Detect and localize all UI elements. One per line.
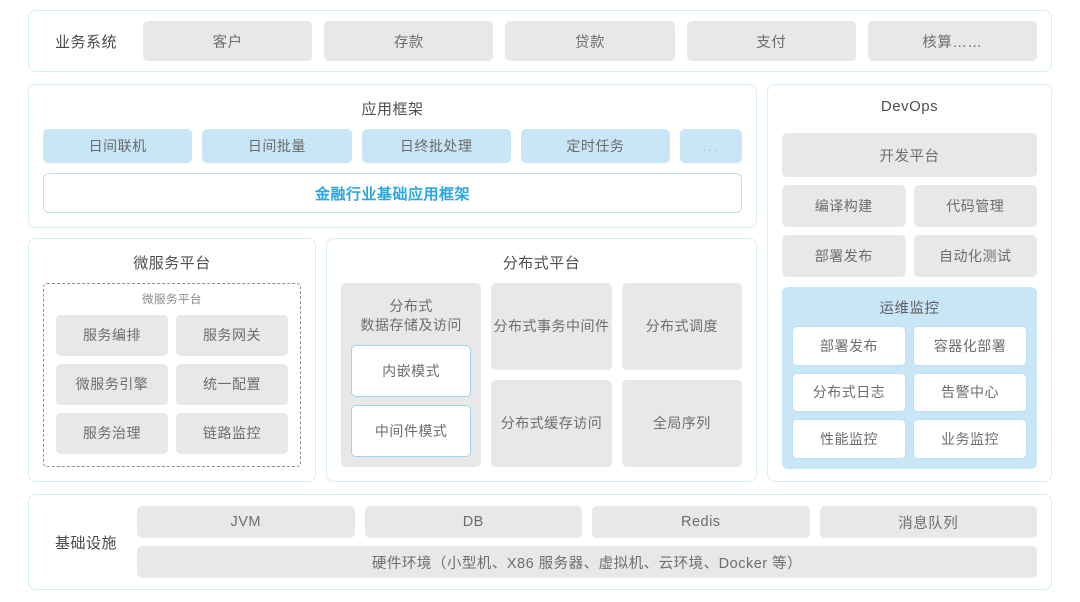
infra-chip-jvm[interactable]: JVM	[137, 506, 355, 538]
ops-tile-performance-monitoring[interactable]: 性能监控	[792, 419, 906, 459]
dist-card-data-storage[interactable]: 分布式 数据存储及访问 内嵌模式 中间件模式	[341, 283, 482, 467]
business-systems-row: 业务系统 客户 存款 贷款 支付 核算……	[28, 10, 1052, 72]
application-framework-title: 应用框架	[361, 101, 424, 118]
ops-monitoring-grid: 部署发布 容器化部署 分布式日志 告警中心 性能监控 业务监控	[792, 326, 1027, 459]
dist-tx-line2: 事务中间件	[536, 318, 610, 335]
microservice-platform-title: 微服务平台	[133, 255, 211, 272]
dist-tile-transaction-middleware[interactable]: 分布式 事务中间件	[491, 283, 612, 370]
dist-tile-scheduling[interactable]: 分布式调度	[621, 283, 742, 370]
dist-cache-line1: 分布式	[500, 415, 545, 432]
devops-pair-row-2: 部署发布 自动化测试	[782, 235, 1037, 277]
ms-tile-service-orchestration[interactable]: 服务编排	[56, 315, 168, 356]
dist-tile-cache-access[interactable]: 分布式 缓存访问	[491, 380, 612, 467]
ms-tile-service-gateway[interactable]: 服务网关	[176, 315, 288, 356]
middle-section: 应用框架 日间联机 日间批量 日终批处理 定时任务 ... 金融行业基础应用框架…	[28, 84, 1052, 482]
dist-tile-global-sequence[interactable]: 全局序列	[621, 380, 742, 467]
platform-lower-row: 微服务平台 微服务平台 服务编排 服务网关 微服务引擎 统一配置 服务治理 链路…	[28, 238, 757, 482]
infrastructure-hardware-bar[interactable]: 硬件环境（小型机、X86 服务器、虚拟机、云环境、Docker 等）	[137, 546, 1037, 578]
microservice-platform-inner-title: 微服务平台	[142, 294, 202, 306]
dist-column-b: 分布式 事务中间件 分布式 缓存访问	[491, 283, 612, 467]
ms-tile-trace-monitoring[interactable]: 链路监控	[176, 413, 288, 454]
infrastructure-content: JVM DB Redis 消息队列 硬件环境（小型机、X86 服务器、虚拟机、云…	[137, 496, 1038, 588]
infra-chip-redis[interactable]: Redis	[592, 506, 810, 538]
ops-tile-alert-center[interactable]: 告警中心	[913, 372, 1027, 413]
dist-tx-line1: 分布式	[493, 318, 537, 335]
devops-title: DevOps	[880, 98, 939, 115]
ops-monitoring-title: 运维监控	[879, 301, 940, 317]
ops-tile-distributed-logging[interactable]: 分布式日志	[792, 372, 906, 413]
business-systems-label: 业务系统	[55, 33, 118, 51]
ops-tile-containerized-deploy[interactable]: 容器化部署	[913, 326, 1027, 366]
dist-storage-title-line2: 数据存储及访问	[360, 316, 462, 333]
microservice-platform-inner-box: 微服务平台 服务编排 服务网关 微服务引擎 统一配置 服务治理 链路监控	[43, 283, 301, 467]
microservice-platform-panel: 微服务平台 微服务平台 服务编排 服务网关 微服务引擎 统一配置 服务治理 链路…	[28, 238, 316, 482]
business-item-loan[interactable]: 贷款	[505, 21, 675, 61]
devops-pair-row-1: 编译构建 代码管理	[782, 185, 1037, 227]
ms-tile-service-governance[interactable]: 服务治理	[56, 413, 168, 454]
ops-tile-deploy-release[interactable]: 部署发布	[792, 326, 906, 366]
infrastructure-chip-row: JVM DB Redis 消息队列	[137, 506, 1038, 538]
infra-chip-db[interactable]: DB	[364, 506, 583, 538]
business-item-deposit[interactable]: 存款	[324, 21, 494, 61]
dist-subtile-embedded-mode[interactable]: 内嵌模式	[351, 344, 472, 397]
ops-tile-business-monitoring[interactable]: 业务监控	[913, 419, 1027, 459]
devops-panel: DevOps 开发平台 编译构建 代码管理 部署发布 自动化测试 运维监控 部署…	[767, 84, 1052, 482]
business-item-customer[interactable]: 客户	[143, 21, 313, 61]
distributed-platform-panel: 分布式平台 分布式 数据存储及访问 内嵌模式 中间件模式	[326, 238, 757, 482]
distributed-platform-title: 分布式平台	[502, 255, 581, 272]
platform-column: 应用框架 日间联机 日间批量 日终批处理 定时任务 ... 金融行业基础应用框架…	[28, 84, 757, 482]
application-framework-panel: 应用框架 日间联机 日间批量 日终批处理 定时任务 ... 金融行业基础应用框架	[28, 84, 757, 228]
dist-cache-line2: 缓存访问	[544, 415, 603, 432]
dist-storage-title-line1: 分布式	[389, 298, 433, 314]
appfw-chip-more[interactable]: ...	[680, 129, 742, 163]
infrastructure-row: 基础设施 JVM DB Redis 消息队列 硬件环境（小型机、X86 服务器、…	[28, 494, 1052, 590]
infrastructure-label: 基础设施	[55, 534, 118, 552]
appfw-chip-eod-batch[interactable]: 日终批处理	[361, 129, 511, 163]
devops-tile-compile-build[interactable]: 编译构建	[782, 185, 906, 227]
dist-subtile-middleware-mode[interactable]: 中间件模式	[351, 404, 472, 457]
devops-tile-code-management[interactable]: 代码管理	[913, 185, 1037, 227]
application-framework-chip-row: 日间联机 日间批量 日终批处理 定时任务 ...	[43, 129, 742, 163]
infra-chip-message-queue[interactable]: 消息队列	[819, 506, 1038, 538]
devops-tile-deploy-release[interactable]: 部署发布	[782, 235, 906, 277]
appfw-chip-daytime-batch[interactable]: 日间批量	[202, 129, 352, 163]
appfw-chip-scheduled-task[interactable]: 定时任务	[520, 129, 670, 163]
ms-tile-microservice-engine[interactable]: 微服务引擎	[56, 364, 168, 405]
microservice-tile-grid: 服务编排 服务网关 微服务引擎 统一配置 服务治理 链路监控	[56, 315, 288, 454]
devops-tile-automated-testing[interactable]: 自动化测试	[913, 235, 1037, 277]
devops-tile-dev-platform[interactable]: 开发平台	[782, 133, 1037, 177]
finance-base-framework-banner: 金融行业基础应用框架	[43, 173, 742, 213]
ms-tile-unified-config[interactable]: 统一配置	[176, 364, 288, 405]
distributed-platform-body: 分布式 数据存储及访问 内嵌模式 中间件模式 分布式 事务中间件	[341, 283, 742, 467]
dist-card-data-storage-title: 分布式 数据存储及访问	[351, 293, 471, 337]
ops-monitoring-panel: 运维监控 部署发布 容器化部署 分布式日志 告警中心 性能监控 业务监控	[782, 287, 1037, 469]
business-item-payment[interactable]: 支付	[686, 21, 856, 61]
dist-column-c: 分布式调度 全局序列	[621, 283, 742, 467]
appfw-chip-daytime-online[interactable]: 日间联机	[43, 129, 193, 163]
business-item-accounting[interactable]: 核算……	[867, 21, 1038, 61]
